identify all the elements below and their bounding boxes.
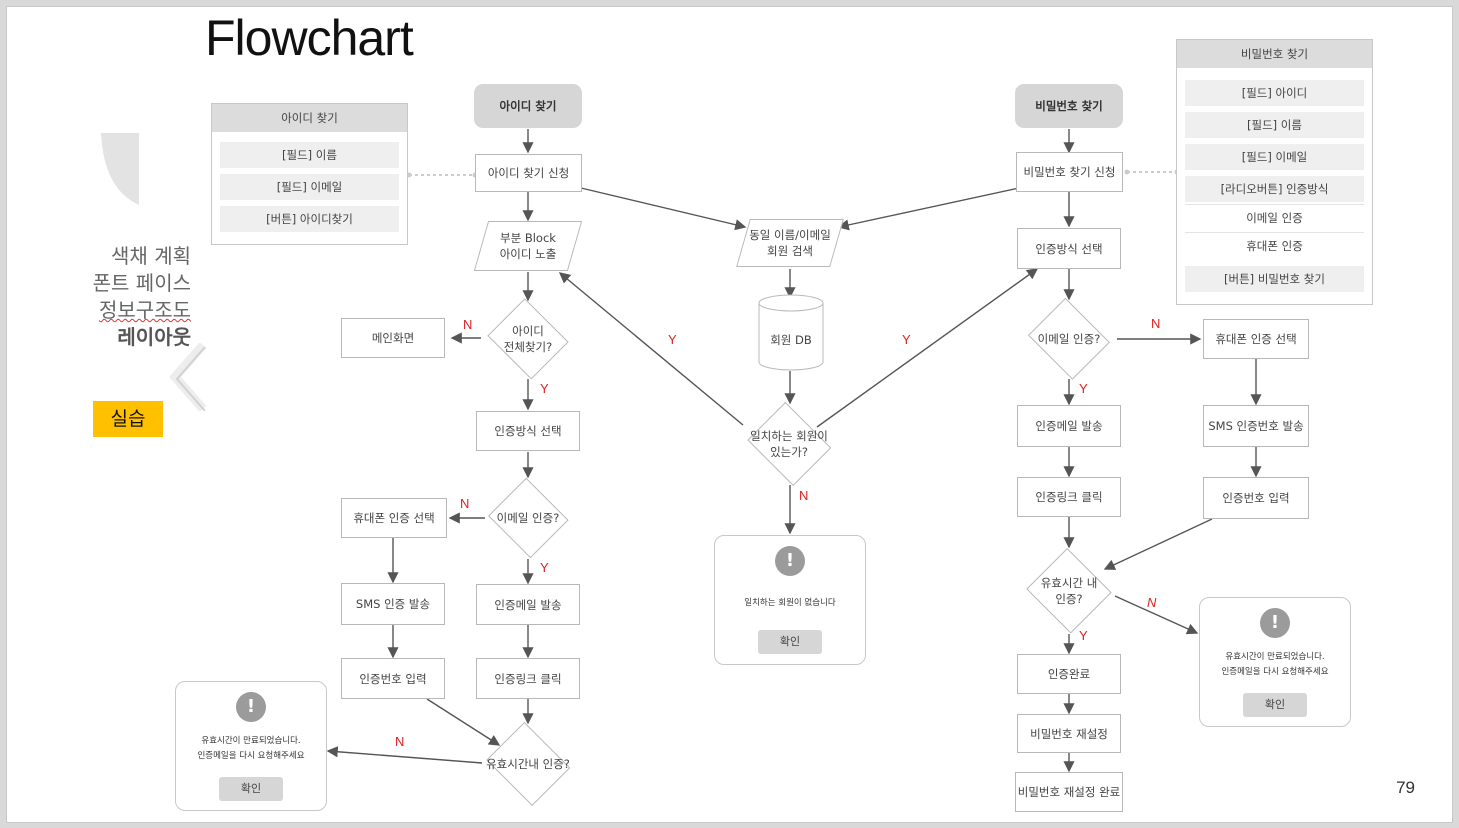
edge-label-yes: Y [1079, 628, 1088, 643]
menu-item-color-plan[interactable]: 색채 계획 [111, 244, 191, 268]
alert-icon: ! [236, 692, 266, 722]
id-phone-auth-select: 휴대폰 인증 선택 [341, 498, 447, 538]
pw-email-send: 인증메일 발송 [1017, 405, 1121, 447]
pw-phone-auth-option: 휴대폰 인증 [1185, 232, 1364, 258]
slide: Flowchart 색채 계획 폰트 페이스 정보구조도 레이아웃 실습 [6, 6, 1453, 823]
pw-email-field-spec: [필드] 이메일 [1185, 144, 1364, 170]
page-number: 79 [1396, 778, 1415, 797]
pw-id-field-spec: [필드] 아이디 [1185, 80, 1364, 106]
id-find-button-spec: [버튼] 아이디찾기 [220, 206, 399, 232]
pw-email-auth-option: 이메일 인증 [1185, 204, 1364, 230]
side-menu: 색채 계획 폰트 페이스 정보구조도 레이아웃 [67, 243, 191, 351]
expired-message: 유효시간이 만료되었습니다. 인증메일을 다시 요청해주세요 [197, 736, 305, 761]
pw-valid-time-decision: 유효시간 내 인증? [1021, 547, 1117, 635]
id-name-field-spec: [필드] 이름 [220, 142, 399, 168]
pw-auth-complete: 인증완료 [1017, 654, 1121, 694]
decorative-arc-shape [101, 133, 139, 205]
connector-lines [326, 129, 1262, 773]
pw-email-auth-decision: 이메일 인증? [1021, 299, 1117, 379]
member-match-decision: 일치하는 회원이 있는가? [740, 403, 838, 485]
member-db-label: 회원 DB [770, 333, 812, 347]
no-member-dialog: ! 일치하는 회원이 없습니다 확인 [714, 535, 866, 665]
slide-title: Flowchart [205, 10, 414, 66]
pw-auth-radio-spec: [라디오버튼] 인증방식 [1185, 176, 1364, 202]
pw-name-field-spec: [필드] 이름 [1185, 112, 1364, 138]
confirm-button[interactable]: 확인 [219, 777, 283, 801]
pw-reset-complete: 비밀번호 재설정 완료 [1015, 772, 1123, 812]
pw-auth-method-select: 인증방식 선택 [1017, 228, 1121, 269]
menu-item-info-architecture[interactable]: 정보구조도 [99, 298, 191, 322]
edge-label-yes: Y [540, 381, 549, 396]
id-auth-method-select: 인증방식 선택 [476, 411, 580, 451]
expired-dialog-right: ! 유효시간이 만료되었습니다. 인증메일을 다시 요청해주세요 확인 [1199, 597, 1351, 727]
edge-label-yes: Y [540, 560, 549, 575]
edge-label-yes: Y [668, 332, 677, 347]
menu-item-layout[interactable]: 레이아웃 [117, 325, 191, 349]
partial-block-id-display: 부분 Block 아이디 노출 [481, 221, 575, 271]
id-email-send: 인증메일 발송 [476, 584, 580, 625]
pw-find-button-spec: [버튼] 비밀번호 찾기 [1185, 266, 1364, 292]
id-sms-send: SMS 인증 발송 [341, 583, 445, 625]
confirm-button[interactable]: 확인 [1243, 693, 1307, 717]
pw-sms-send: SMS 인증번호 발송 [1203, 405, 1309, 447]
edge-label-no: N [1147, 595, 1157, 610]
expired-message: 유효시간이 만료되었습니다. 인증메일을 다시 요청해주세요 [1221, 652, 1329, 677]
id-email-field-spec: [필드] 이메일 [220, 174, 399, 200]
id-find-panel-header: 아이디 찾기 [212, 104, 407, 132]
id-code-input: 인증번호 입력 [341, 658, 445, 699]
member-db-cylinder [758, 294, 824, 371]
edge-label-no: N [463, 317, 473, 332]
pw-find-panel: 비밀번호 찾기 [필드] 아이디 [필드] 이름 [필드] 이메일 [라디오버튼… [1176, 39, 1373, 305]
id-find-start: 아이디 찾기 [474, 84, 582, 128]
pw-find-panel-header: 비밀번호 찾기 [1177, 40, 1372, 68]
expired-dialog-left: ! 유효시간이 만료되었습니다. 인증메일을 다시 요청해주세요 확인 [175, 681, 327, 811]
pw-link-click: 인증링크 클릭 [1017, 477, 1121, 517]
main-screen-node: 메인화면 [341, 318, 445, 358]
alert-icon: ! [1260, 608, 1290, 638]
pw-reset: 비밀번호 재설정 [1017, 714, 1121, 753]
id-valid-time-decision: 유효시간내 인증? [479, 723, 577, 805]
confirm-button[interactable]: 확인 [758, 630, 822, 654]
id-find-panel: 아이디 찾기 [필드] 이름 [필드] 이메일 [버튼] 아이디찾기 [211, 103, 408, 245]
chevron-left-icon[interactable] [167, 343, 207, 411]
pw-find-start: 비밀번호 찾기 [1015, 84, 1123, 128]
member-search: 동일 이름/이메일 회원 검색 [743, 219, 837, 267]
edge-label-no: N [799, 488, 809, 503]
menu-item-font-face[interactable]: 폰트 페이스 [92, 271, 191, 295]
edge-label-no: N [395, 734, 405, 749]
id-find-request: 아이디 찾기 신청 [475, 154, 582, 192]
pw-code-input: 인증번호 입력 [1203, 477, 1309, 519]
full-id-decision: 아이디 전체찾기? [481, 299, 575, 379]
edge-label-yes: Y [1079, 381, 1088, 396]
pw-phone-auth-select: 휴대폰 인증 선택 [1203, 319, 1309, 359]
no-member-message: 일치하는 회원이 없습니다 [744, 598, 836, 608]
practice-badge[interactable]: 실습 [93, 401, 163, 437]
alert-icon: ! [775, 546, 805, 576]
pw-find-request: 비밀번호 찾기 신청 [1016, 152, 1123, 192]
id-link-click: 인증링크 클릭 [476, 658, 580, 699]
edge-label-no: N [1151, 316, 1161, 331]
id-email-auth-decision: 이메일 인증? [483, 477, 573, 559]
edge-label-yes: Y [902, 332, 911, 347]
edge-label-no: N [460, 496, 470, 511]
